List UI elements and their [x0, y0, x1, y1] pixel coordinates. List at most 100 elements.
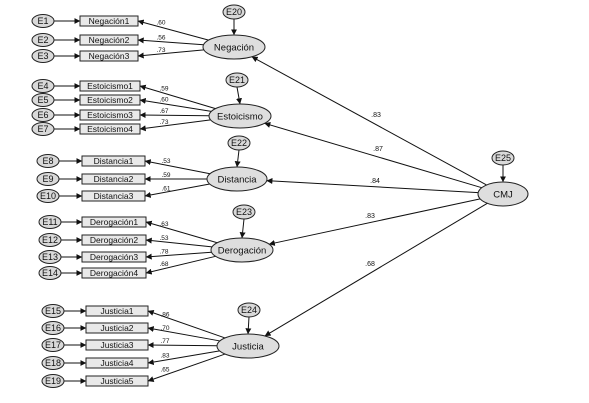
loading-coefficient: .65 — [160, 366, 169, 373]
loading-coefficient: .78 — [159, 248, 168, 255]
error-term-e13[interactable] — [38, 250, 62, 264]
error-term-e5[interactable] — [31, 93, 55, 107]
error-term-e8[interactable] — [36, 154, 60, 168]
indicator-estoicismo3[interactable] — [79, 109, 141, 121]
error-term-e2[interactable] — [31, 33, 55, 47]
structural-path-arrow — [264, 202, 488, 337]
loading-path-arrow — [137, 37, 204, 46]
indicator-distancia2[interactable] — [81, 173, 146, 185]
factor-justicia[interactable] — [216, 333, 280, 359]
error-term-e19[interactable] — [41, 374, 65, 388]
error-term-e16[interactable] — [41, 321, 65, 335]
error-term-e14[interactable] — [38, 266, 62, 280]
structural-path-arrow — [264, 122, 482, 189]
structural-coefficient: .83 — [371, 112, 381, 119]
indicator-negacion3[interactable] — [79, 50, 139, 62]
error-term-label: E10 — [40, 191, 56, 201]
indicator-estoicismo4[interactable] — [79, 123, 141, 135]
indicator-distancia1[interactable] — [81, 155, 146, 167]
error-term-label: E12 — [42, 235, 58, 245]
error-term-label: E3 — [37, 51, 48, 61]
error-term-e20[interactable] — [222, 4, 246, 20]
indicator-derogacion4[interactable] — [81, 267, 147, 279]
loading-coefficient: .73 — [156, 47, 165, 54]
indicator-label: Negación2 — [89, 35, 130, 45]
error-term-e18[interactable] — [41, 356, 65, 370]
error-term-label: E7 — [37, 124, 48, 134]
loading-coefficient: .53 — [161, 158, 170, 165]
error-term-e21[interactable] — [225, 72, 249, 88]
loading-path-arrow — [139, 112, 210, 119]
loading-coefficient: .86 — [160, 312, 169, 319]
factor-negacion[interactable] — [202, 34, 266, 60]
error-term-e1[interactable] — [31, 14, 55, 28]
factor-estoicismo[interactable] — [208, 103, 272, 129]
indicator-estoicismo1[interactable] — [79, 80, 141, 92]
loading-path-arrow — [145, 251, 212, 260]
loading-path-arrow — [145, 237, 213, 248]
error-term-e25[interactable] — [491, 150, 515, 166]
indicator-derogacion1[interactable] — [81, 216, 147, 228]
error-term-e3[interactable] — [31, 49, 55, 63]
loading-path-arrow — [145, 255, 216, 275]
error-term-e17[interactable] — [41, 338, 65, 352]
loading-coefficient: .67 — [159, 108, 168, 115]
indicator-label: Justicia3 — [100, 340, 133, 350]
error-term-label: E1 — [37, 16, 48, 26]
factor-label: Justicia — [232, 342, 264, 353]
error-term-e12[interactable] — [38, 233, 62, 247]
factor-derogacion[interactable] — [210, 237, 274, 263]
error-term-e7[interactable] — [31, 122, 55, 136]
loading-coefficient: .68 — [159, 261, 168, 268]
structural-coefficient: .84 — [370, 178, 380, 185]
factor-distancia[interactable] — [206, 166, 268, 192]
indicator-negacion2[interactable] — [79, 34, 139, 46]
structural-path-arrow — [268, 198, 481, 246]
indicator-justicia5[interactable] — [85, 375, 149, 387]
error-term-e24[interactable] — [237, 302, 261, 318]
error-term-e9[interactable] — [36, 172, 60, 186]
loading-coefficient: .59 — [159, 86, 168, 93]
indicator-justicia2[interactable] — [85, 322, 149, 334]
indicator-justicia4[interactable] — [85, 357, 149, 369]
error-term-label: E8 — [42, 156, 53, 166]
error-term-label: E18 — [45, 358, 61, 368]
cmj-factor[interactable] — [477, 181, 529, 207]
structural-path-arrow — [266, 178, 479, 194]
indicator-estoicismo2[interactable] — [79, 94, 141, 106]
error-term-e23[interactable] — [232, 204, 256, 220]
loading-coefficient: .59 — [161, 172, 170, 179]
indicator-justicia1[interactable] — [85, 305, 149, 317]
error-term-e4[interactable] — [31, 79, 55, 93]
error-term-e10[interactable] — [36, 189, 60, 203]
indicator-label: Negación3 — [89, 51, 130, 61]
error-term-label: E6 — [37, 110, 48, 120]
indicator-distancia3[interactable] — [81, 190, 146, 202]
loading-coefficient: .53 — [159, 235, 168, 242]
indicator-label: Estoicismo3 — [87, 110, 133, 120]
indicator-derogacion2[interactable] — [81, 234, 147, 246]
error-term-e6[interactable] — [31, 108, 55, 122]
error-path-arrow — [234, 149, 241, 168]
error-term-e22[interactable] — [227, 135, 251, 151]
error-term-label: E21 — [229, 75, 245, 85]
error-term-label: E13 — [42, 252, 58, 262]
structural-path-arrow — [251, 56, 487, 186]
error-term-label: E16 — [45, 323, 61, 333]
error-term-label: E22 — [231, 138, 247, 148]
error-term-label: E2 — [37, 35, 48, 45]
error-term-label: E9 — [42, 174, 53, 184]
factor-label: Derogación — [218, 246, 267, 257]
error-term-label: E23 — [236, 207, 252, 217]
error-term-label: E4 — [37, 81, 48, 91]
loading-coefficient: .73 — [159, 119, 168, 126]
indicator-negacion1[interactable] — [79, 15, 139, 27]
indicator-derogacion3[interactable] — [81, 251, 147, 263]
loading-path-arrow — [137, 19, 209, 41]
loading-coefficient: .61 — [161, 185, 170, 192]
error-term-e15[interactable] — [41, 304, 65, 318]
indicator-justicia3[interactable] — [85, 339, 149, 351]
factor-label: Estoicismo — [217, 112, 263, 123]
error-term-e11[interactable] — [38, 215, 62, 229]
